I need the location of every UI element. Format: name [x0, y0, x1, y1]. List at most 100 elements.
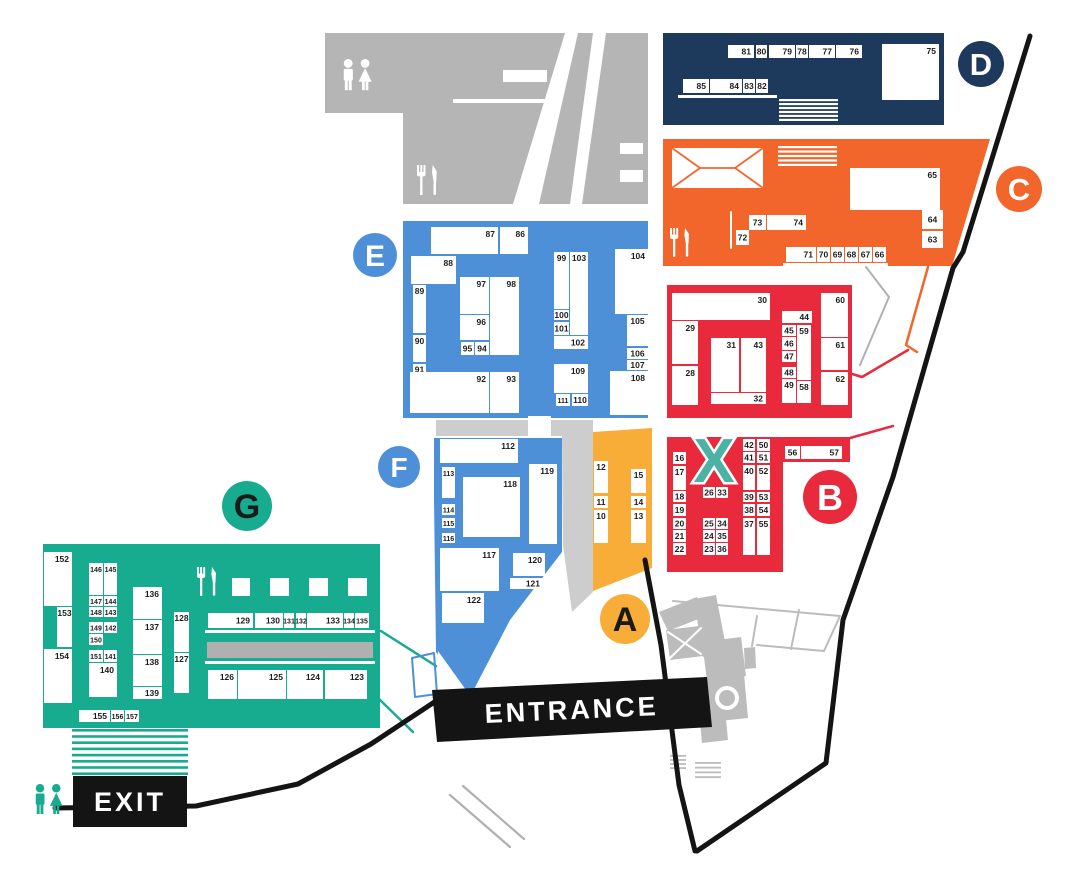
booth-134: 134: [343, 613, 355, 628]
booth-57: 57: [801, 446, 842, 459]
red-path-2: [848, 424, 895, 440]
svg-text:79: 79: [783, 47, 793, 57]
zone-f-badge-circle: [378, 446, 420, 488]
svg-text:35: 35: [717, 531, 727, 541]
booth-141: 141: [104, 650, 117, 662]
entrance-banner: ENTRANCE: [432, 677, 712, 742]
hall-white-booth: [503, 70, 547, 82]
zone-d-badge-circle: [958, 41, 1004, 87]
booth-142: 142: [104, 622, 117, 633]
booth-111: 111: [556, 394, 570, 406]
booth-17: 17: [673, 466, 686, 490]
booth-151: 151: [89, 650, 103, 662]
hall-white-line: [453, 99, 550, 103]
svg-text:24: 24: [704, 531, 714, 541]
booth-68: 68: [845, 247, 858, 262]
svg-text:117: 117: [482, 550, 496, 560]
booth-152: 152: [44, 552, 72, 606]
svg-text:153: 153: [57, 608, 71, 618]
booth-80: 80: [756, 45, 767, 58]
svg-text:144: 144: [105, 599, 117, 606]
booth-156: 156: [111, 710, 124, 722]
svg-text:136: 136: [145, 589, 159, 599]
svg-text:55: 55: [759, 519, 769, 529]
plaza-line-2: [790, 609, 800, 650]
svg-text:49: 49: [784, 380, 794, 390]
svg-text:134: 134: [343, 619, 355, 626]
svg-text:67: 67: [861, 250, 871, 260]
zone-c-badge: C: [996, 166, 1042, 212]
booth-154: 154: [44, 649, 72, 703]
booth-146: 146: [89, 563, 103, 595]
booth-60: 60: [821, 293, 848, 337]
booth-144: 144: [104, 596, 117, 606]
church-apse-dome: [719, 690, 735, 706]
booth-18: 18: [673, 491, 686, 502]
g-square-4: [348, 578, 367, 596]
svg-text:110: 110: [573, 395, 587, 405]
svg-text:130: 130: [266, 616, 280, 626]
svg-text:51: 51: [759, 453, 769, 463]
svg-text:47: 47: [784, 352, 794, 362]
booth-19: 19: [673, 504, 686, 516]
svg-text:70: 70: [819, 250, 829, 260]
svg-text:50: 50: [759, 440, 769, 450]
booth-84: 84: [710, 79, 742, 93]
svg-text:44: 44: [800, 312, 810, 322]
svg-text:143: 143: [105, 610, 117, 617]
food-icon-hall: [417, 165, 437, 195]
svg-text:33: 33: [717, 488, 727, 498]
booth-147: 147: [89, 596, 103, 606]
svg-text:103: 103: [572, 253, 586, 263]
svg-text:10: 10: [596, 511, 606, 521]
svg-text:62: 62: [836, 374, 846, 384]
booth-93: 93: [490, 372, 519, 413]
svg-text:111: 111: [558, 398, 569, 405]
booth-20: 20: [673, 518, 686, 529]
booth-47: 47: [782, 351, 796, 362]
svg-text:77: 77: [823, 47, 833, 57]
svg-text:38: 38: [744, 505, 754, 515]
svg-text:129: 129: [236, 616, 250, 626]
gray-path-right: [859, 266, 890, 366]
svg-text:157: 157: [126, 714, 138, 721]
booth-132: 132: [295, 613, 307, 628]
svg-text:16: 16: [675, 453, 685, 463]
zone-e-badge: E: [353, 233, 397, 277]
zone-f-badge: F: [378, 446, 420, 488]
booth-29: 29: [672, 321, 698, 364]
booth-74: 74: [767, 215, 806, 230]
booth-117: 117: [440, 548, 499, 591]
svg-text:95: 95: [463, 344, 473, 354]
zone-b-badge: B: [803, 470, 857, 524]
booth-88: 88: [411, 256, 456, 284]
booth-81: 81: [728, 45, 754, 58]
svg-text:101: 101: [554, 324, 568, 334]
plaza-line-1: [751, 615, 758, 647]
exit-banner: EXIT: [73, 776, 187, 827]
gray-diag-2: [461, 784, 526, 841]
booth-72: 72: [736, 230, 749, 245]
booth-65: 65: [850, 168, 940, 210]
booth-14: 14: [631, 496, 646, 508]
zone-d-badge: D: [958, 41, 1004, 87]
svg-text:13: 13: [634, 511, 644, 521]
gray-diag-1: [448, 793, 512, 849]
svg-text:14: 14: [634, 497, 644, 507]
booth-139: 139: [133, 687, 162, 699]
zone-g-letter: G: [234, 488, 260, 526]
booth-103: 103: [570, 252, 588, 335]
svg-text:42: 42: [744, 440, 754, 450]
booth-136: 136: [133, 587, 162, 619]
svg-text:17: 17: [675, 467, 685, 477]
svg-text:114: 114: [443, 508, 454, 515]
zone-e-badge-circle: [353, 233, 397, 277]
booth-149: 149: [89, 622, 103, 633]
booth-62: 62: [821, 372, 848, 405]
church-side-tab: [744, 647, 756, 669]
booth-10: 10: [594, 510, 608, 543]
svg-text:69: 69: [833, 250, 843, 260]
zone-f-letter: F: [390, 452, 407, 483]
svg-text:83: 83: [744, 81, 754, 91]
zone-d-underline: [678, 95, 777, 98]
